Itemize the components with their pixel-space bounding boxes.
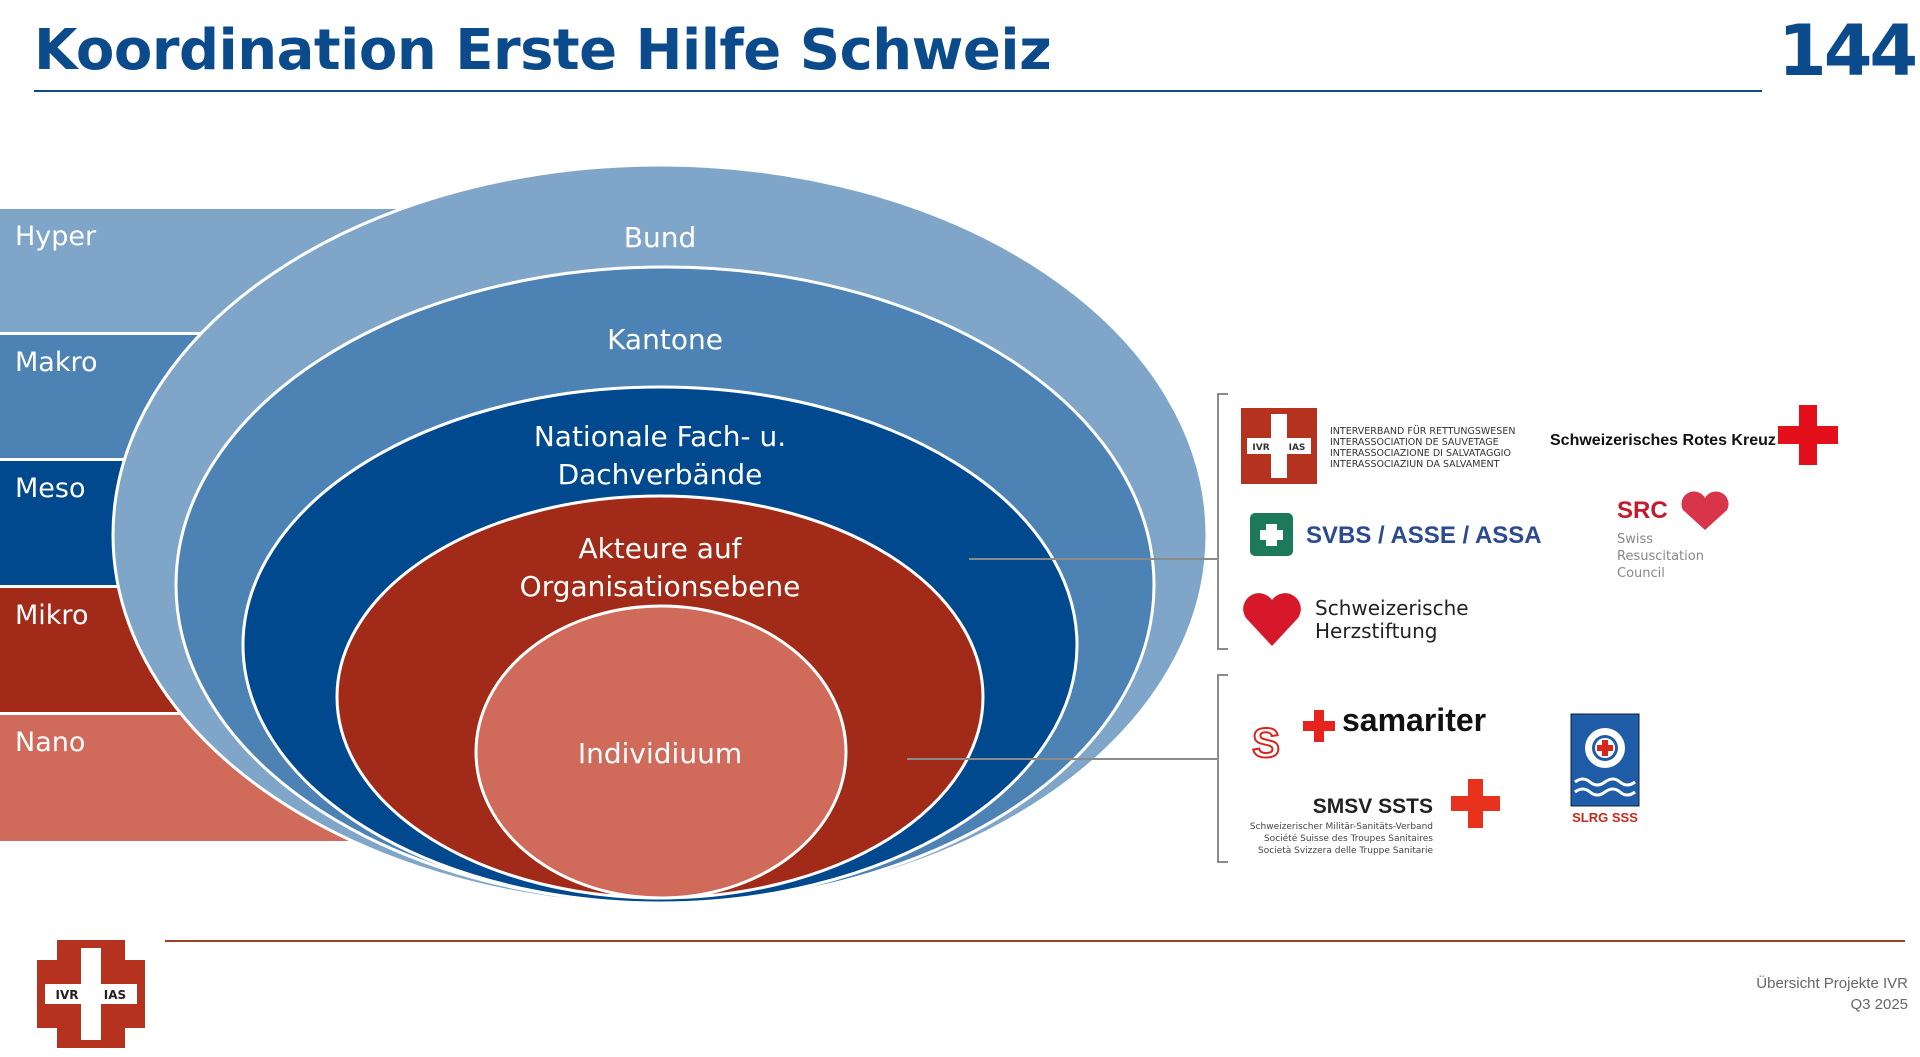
samariter-s-icon: S bbox=[1252, 719, 1280, 766]
level-label-meso: Meso bbox=[15, 473, 86, 504]
svg-text:Società Svizzera delle Truppe: Società Svizzera delle Truppe Sanitarie bbox=[1258, 846, 1433, 856]
level-label-hyper: Hyper bbox=[15, 221, 97, 252]
svg-text:IAS: IAS bbox=[1289, 443, 1306, 453]
svg-text:INTERASSOCIATION DE SAUVETAGE: INTERASSOCIATION DE SAUVETAGE bbox=[1330, 437, 1499, 448]
svg-text:Resuscitation: Resuscitation bbox=[1617, 549, 1704, 564]
ring-label-akteure-1: Akteure auf bbox=[578, 532, 742, 565]
herzstiftung-heart-icon bbox=[1243, 593, 1301, 646]
ring-label-bund: Bund bbox=[624, 221, 696, 254]
ring-individuum bbox=[474, 604, 848, 900]
svg-text:IAS: IAS bbox=[104, 988, 126, 1002]
svg-text:Schweizerischer Militär-Sanitä: Schweizerischer Militär-Sanitäts-Verband bbox=[1250, 822, 1433, 832]
samariter-text: samariter bbox=[1342, 702, 1486, 738]
ring-label-individuum: Individiuum bbox=[578, 737, 742, 770]
title-divider bbox=[34, 90, 1762, 92]
red-cross-icon bbox=[1778, 405, 1838, 465]
srk-logo-text: Schweizerisches Rotes Kreuz bbox=[1550, 432, 1776, 449]
level-label-mikro: Mikro bbox=[15, 600, 88, 631]
svg-text:Société Suisse des Troupes San: Société Suisse des Troupes Sanitaires bbox=[1264, 833, 1433, 844]
ring-label-akteure-2: Organisationsebene bbox=[520, 570, 801, 603]
level-label-makro: Makro bbox=[15, 347, 98, 378]
svg-text:INTERASSOCIAZIONE DI SALVATAGG: INTERASSOCIAZIONE DI SALVATAGGIO bbox=[1330, 448, 1511, 459]
bracket-national bbox=[1217, 393, 1228, 650]
ring-label-nationale-2: Dachverbände bbox=[558, 458, 763, 491]
footer-quarter: Q3 2025 bbox=[1850, 996, 1908, 1013]
ring-label-kantone: Kantone bbox=[607, 323, 723, 356]
svg-text:Herzstiftung: Herzstiftung bbox=[1315, 619, 1437, 643]
first-aid-kit-icon bbox=[1250, 513, 1293, 556]
svg-text:IVR: IVR bbox=[1252, 443, 1269, 453]
svg-text:IVR: IVR bbox=[56, 988, 79, 1002]
svg-text:INTERASSOCIAZIUN DA SALVAMENT: INTERASSOCIAZIUN DA SALVAMENT bbox=[1330, 459, 1500, 470]
footer-project: Übersicht Projekte IVR bbox=[1756, 975, 1908, 992]
svg-text:Swiss: Swiss bbox=[1617, 532, 1653, 547]
heart-icon bbox=[1681, 491, 1729, 530]
svbs-logo-text: SVBS / ASSE / ASSA bbox=[1306, 522, 1542, 549]
herzstiftung-text: Schweizerische bbox=[1315, 596, 1469, 620]
ivr-text: INTERVERBAND FÜR RETTUNGSWESEN bbox=[1330, 426, 1515, 437]
footer-divider bbox=[165, 940, 1905, 942]
144-logo: 144 bbox=[1778, 10, 1918, 92]
ivr-logo-icon: IVR IAS bbox=[1241, 408, 1317, 484]
page-title: Koordination Erste Hilfe Schweiz bbox=[34, 18, 1052, 83]
ring-label-nationale-1: Nationale Fach- u. bbox=[534, 420, 786, 453]
slrg-logo-icon bbox=[1570, 713, 1640, 807]
src-logo-text: SRC bbox=[1617, 497, 1668, 524]
level-label-nano: Nano bbox=[15, 727, 85, 758]
smsv-text: SMSV SSTS bbox=[1313, 795, 1433, 818]
ivr-footer-logo-icon: IVR IAS bbox=[37, 940, 145, 1048]
svg-text:Council: Council bbox=[1617, 566, 1665, 581]
bracket-organisation bbox=[1217, 674, 1228, 863]
slrg-text: SLRG SSS bbox=[1572, 810, 1638, 825]
